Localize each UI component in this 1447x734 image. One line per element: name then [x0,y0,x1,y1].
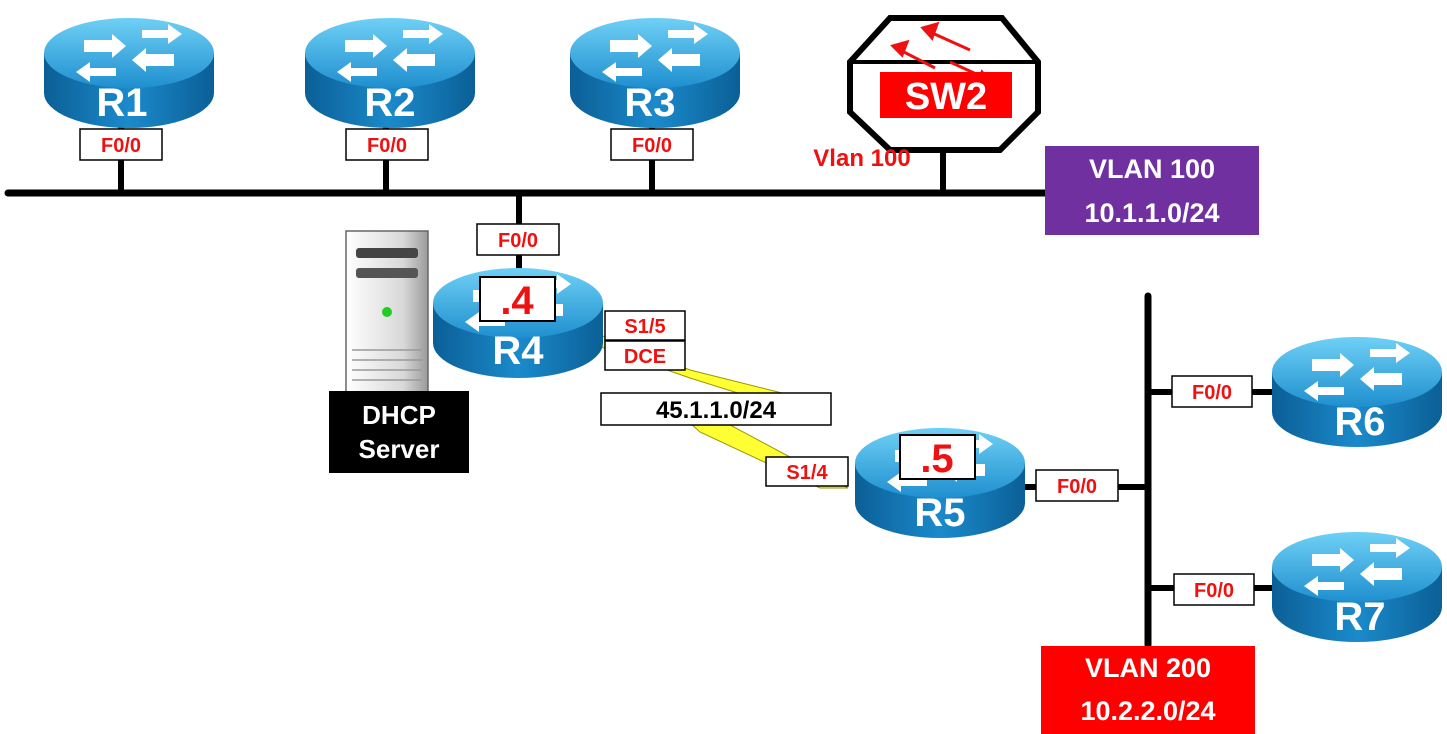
svg-text:S1/5: S1/5 [624,316,665,338]
router-r3-label: R3 [624,81,675,125]
router-r4[interactable]: R4 [433,268,603,378]
r4-address: .4 [500,279,534,323]
vlan200-subnet: 10.2.2.0/24 [1080,696,1215,726]
vlan100-box: VLAN 100 10.1.1.0/24 [1045,146,1259,235]
svg-text:F0/0: F0/0 [101,135,141,157]
router-r1[interactable]: R1 [44,18,214,128]
router-r5-label: R5 [914,491,965,535]
svg-text:DCE: DCE [624,346,666,368]
sw2-vlan-port-label: Vlan 100 [813,145,910,172]
svg-text:F0/0: F0/0 [632,135,672,157]
if-r4-s15: S1/5 [604,310,686,341]
router-r6-label: R6 [1334,400,1385,444]
if-r5-f00: F0/0 [1035,469,1119,502]
if-r5-s14: S1/4 [765,456,849,487]
vlan200-name: VLAN 200 [1085,653,1211,683]
router-r7-label: R7 [1334,595,1385,639]
server-label-line2: Server [359,434,440,464]
if-r2-f00: F0/0 [345,128,429,161]
router-r4-label: R4 [492,329,544,373]
if-r3-f00: F0/0 [610,128,694,161]
router-r6[interactable]: R6 [1272,337,1442,447]
svg-text:F0/0: F0/0 [367,135,407,157]
if-r7-f00: F0/0 [1173,573,1255,606]
svg-text:F0/0: F0/0 [1194,580,1234,602]
svg-text:F0/0: F0/0 [1057,476,1097,498]
vlan200-box: VLAN 200 10.2.2.0/24 [1041,646,1255,734]
router-r2[interactable]: R2 [305,18,475,128]
router-r3[interactable]: R3 [570,18,740,128]
if-r4-dce: DCE [604,340,686,371]
if-r4-f00: F0/0 [476,223,560,256]
router-r2-label: R2 [364,81,415,125]
vlan100-name: VLAN 100 [1089,154,1215,184]
r5-address: .5 [920,437,953,481]
svg-text:F0/0: F0/0 [498,230,538,252]
vlan100-subnet: 10.1.1.0/24 [1084,198,1219,228]
r4-address-box: .4 [479,276,556,323]
svg-text:S1/4: S1/4 [786,462,828,484]
server-label-line1: DHCP [362,400,436,430]
if-r1-f00: F0/0 [79,128,163,161]
serial-subnet-box: 45.1.1.0/24 [600,392,832,426]
switch-sw2-label: SW2 [905,76,987,118]
serial-subnet-label: 45.1.1.0/24 [656,397,777,424]
if-r6-f00: F0/0 [1171,375,1253,408]
router-r7[interactable]: R7 [1272,532,1442,642]
r5-address-box: .5 [899,434,976,481]
dhcp-server[interactable]: DHCP Server [329,230,469,473]
switch-sw2[interactable]: SW2 [847,15,1041,153]
server-status-led [382,307,392,317]
svg-text:F0/0: F0/0 [1192,382,1232,404]
router-r1-label: R1 [96,81,147,125]
router-r5[interactable]: R5 [855,428,1025,538]
